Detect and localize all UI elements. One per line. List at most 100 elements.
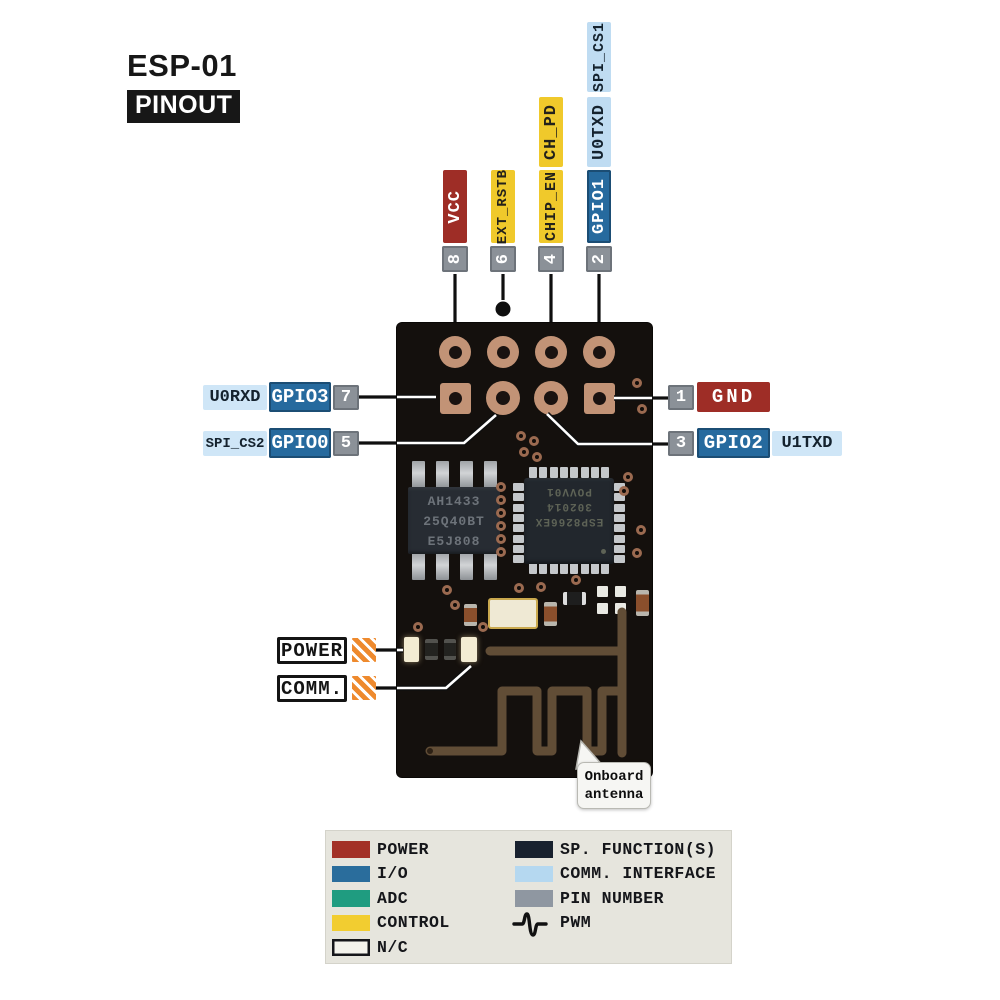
pad-hole	[448, 391, 462, 405]
via	[623, 472, 633, 482]
pin-number-4: 4	[538, 246, 564, 272]
pin-label-chip_en: CHIP_EN	[539, 170, 563, 243]
pin-number-text: 2	[589, 253, 609, 265]
esp-chip-text-line: 302014	[546, 500, 592, 513]
esp-chip-text-line: POVV01	[546, 485, 592, 498]
esp-chip-pin	[529, 467, 537, 478]
pad-hole	[592, 391, 606, 405]
legend-label-n-c: N/C	[377, 937, 409, 957]
flash-chip-text-line: AH1433	[427, 494, 481, 509]
esp-chip-dot	[601, 549, 606, 554]
flash-chip-leg	[412, 461, 425, 488]
comm-led	[461, 637, 477, 662]
pin-label-text: CHIP_EN	[542, 171, 560, 242]
pin-number-8: 8	[442, 246, 468, 272]
smd-component	[444, 639, 456, 660]
pwm-icon	[511, 909, 555, 939]
pin-label-gpio3: GPIO3	[269, 382, 331, 412]
legend-label-i-o: I/O	[377, 864, 409, 884]
pin-label-gpio2: GPIO2	[697, 428, 770, 458]
capacitor	[464, 604, 477, 626]
pin-number-5: 5	[333, 431, 359, 456]
pin-label-text: SPI_CS1	[590, 22, 608, 93]
esp-chip-pin	[513, 513, 524, 522]
smd-component	[425, 639, 438, 660]
esp-chip-pin	[513, 544, 524, 553]
pad-hole	[544, 345, 558, 359]
flash-chip-leg	[412, 553, 425, 580]
flash-chip-leg	[436, 461, 449, 488]
page-title: ESP-01	[127, 48, 237, 83]
via	[619, 486, 629, 496]
via	[571, 575, 581, 585]
indicator-label-comm: COMM.	[277, 675, 347, 702]
esp-chip-text: ESP8266EX 302014 POVV01	[524, 481, 614, 531]
via	[496, 482, 506, 492]
flash-chip-leg	[436, 553, 449, 580]
via	[519, 447, 529, 457]
legend-swatch-n-c	[332, 939, 370, 956]
via	[532, 452, 542, 462]
esp-chip-pin	[513, 555, 524, 564]
legend-label-adc: ADC	[377, 888, 409, 908]
via	[632, 378, 642, 388]
via	[478, 622, 488, 632]
pin-label-gnd: GND	[697, 382, 770, 412]
esp-chip-pin	[559, 467, 568, 478]
flash-chip-text-line: E5J808	[427, 534, 481, 549]
capacitor	[636, 590, 649, 616]
esp-chip-pin	[529, 563, 537, 574]
power-led	[404, 637, 419, 662]
esp-chip-pin	[513, 493, 524, 502]
via	[637, 404, 647, 414]
esp-chip-pin	[601, 467, 610, 478]
flash-chip-leg	[484, 461, 497, 488]
via	[529, 436, 539, 446]
flash-chip-leg	[460, 461, 473, 488]
legend-label-power: POWER	[377, 839, 430, 859]
callout-line-2: antenna	[584, 786, 644, 803]
indicator-label-power: POWER	[277, 637, 347, 664]
esp-chip-pin	[614, 513, 625, 522]
pad-hole	[496, 391, 510, 405]
esp-chip-pin	[559, 563, 568, 574]
esp-chip-pin	[614, 544, 625, 553]
legend-swatch-comm-interface	[515, 865, 553, 883]
capacitor	[544, 602, 557, 626]
via	[496, 534, 506, 544]
via	[442, 585, 452, 595]
esp-chip-pin	[570, 467, 579, 478]
flash-chip-leg	[460, 553, 473, 580]
legend-swatch-control	[332, 914, 370, 932]
solder-pad	[597, 586, 608, 597]
pin-number-6: 6	[490, 246, 516, 272]
pin-label-gpio0: GPIO0	[269, 428, 331, 458]
pad-hole	[592, 345, 606, 359]
esp-chip-pin	[614, 534, 625, 543]
esp-chip-pin	[570, 563, 579, 574]
legend-label-pin-number: PIN NUMBER	[560, 888, 665, 908]
pin-alt-label-spi_cs2: SPI_CS2	[203, 431, 267, 456]
legend-label-comm-interface: COMM. INTERFACE	[560, 864, 717, 884]
solder-pad	[615, 603, 626, 614]
flash-chip-text-line: 25Q40BT	[423, 514, 485, 529]
pin-number-text: 4	[541, 253, 561, 265]
solder-pad	[597, 603, 608, 614]
pin-label-u0txd: U0TXD	[587, 97, 611, 167]
via	[496, 495, 506, 505]
pin-label-text: EXT_RSTB	[495, 168, 511, 245]
esp-chip-pin	[549, 563, 558, 574]
esp-chip-pin	[614, 555, 625, 564]
pin-label-vcc: VCC	[443, 170, 467, 243]
esp-chip-text-line: ESP8266EX	[534, 515, 604, 528]
flash-chip-text: AH1433 25Q40BT E5J808	[408, 492, 500, 552]
legend-swatch-sp-function-s-	[515, 841, 553, 858]
solder-pad	[615, 586, 626, 597]
pin-number-3: 3	[668, 431, 694, 456]
pin-alt-label-u1txd: U1TXD	[772, 431, 842, 456]
via	[496, 547, 506, 557]
pin-number-1: 1	[668, 385, 694, 410]
via	[413, 622, 423, 632]
esp-chip-pin	[580, 563, 589, 574]
esp-chip-pin	[513, 524, 524, 533]
